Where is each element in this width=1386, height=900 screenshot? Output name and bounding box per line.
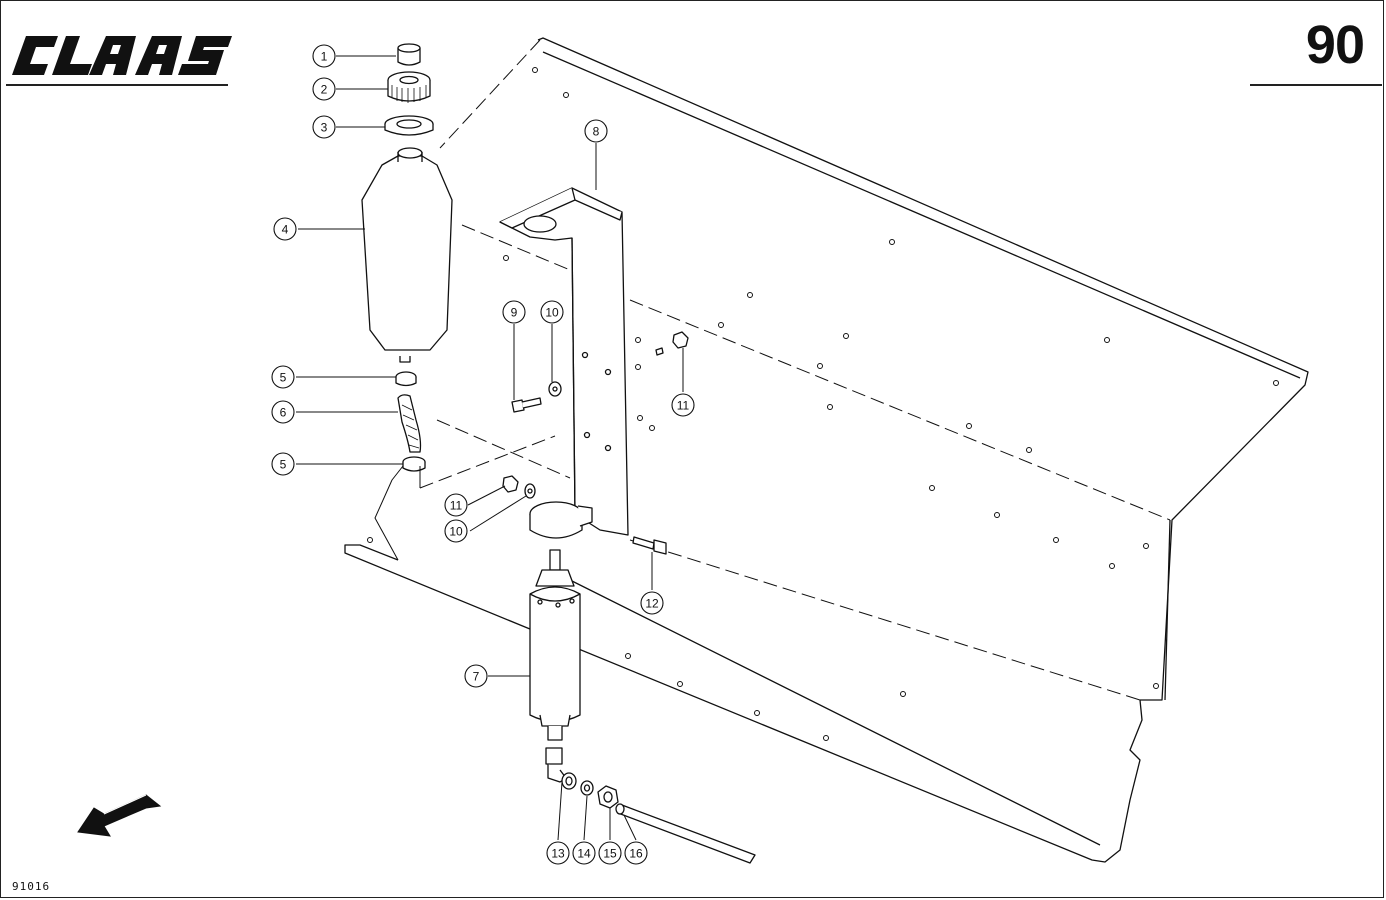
knurled-nut: [387, 71, 431, 103]
nut-13: [561, 772, 577, 790]
mounting-bracket: [499, 187, 629, 536]
washer-10-lower: [524, 483, 536, 499]
svg-text:6: 6: [280, 406, 287, 420]
bolt-12: [632, 536, 667, 555]
svg-text:8: 8: [593, 125, 600, 139]
callout-3: 3: [312, 115, 336, 139]
header-rule-left: [6, 84, 228, 86]
svg-text:10: 10: [545, 306, 559, 320]
filter-cylinder: [529, 549, 581, 741]
callout-2: 2: [312, 77, 336, 101]
svg-text:15: 15: [603, 847, 617, 861]
leader-lines: [296, 55, 684, 841]
tube-16: [615, 803, 756, 864]
nut-11-right: [655, 331, 689, 356]
ring-14: [580, 780, 594, 796]
hose-clamp-lower: [402, 456, 426, 472]
seal-ring: [384, 115, 434, 136]
washer-10-upper: [548, 381, 562, 397]
callout-12: 12: [640, 591, 664, 615]
svg-text:11: 11: [450, 499, 463, 513]
callout-4: 4: [273, 217, 297, 241]
bolt-9: [511, 397, 542, 413]
svg-text:13: 13: [551, 847, 565, 861]
svg-text:16: 16: [629, 847, 643, 861]
hose-clamp-upper: [395, 371, 417, 387]
svg-text:12: 12: [645, 597, 659, 611]
svg-text:14: 14: [577, 847, 591, 861]
claas-logo: [12, 36, 232, 75]
pressure-accumulator: [361, 147, 453, 363]
cap: [397, 43, 421, 66]
callout-1: 1: [312, 44, 336, 68]
callout-11-left: 11: [444, 493, 468, 517]
callout-11-right: 11: [671, 393, 695, 417]
callout-15: 15: [598, 841, 622, 865]
svg-text:5: 5: [280, 371, 287, 385]
callout-5-lower: 5: [271, 452, 295, 476]
svg-text:5: 5: [280, 458, 287, 472]
callout-8: 8: [584, 119, 608, 143]
svg-text:1: 1: [321, 50, 328, 64]
header-rule-right: [1250, 84, 1382, 86]
callout-10-upper: 10: [540, 300, 564, 324]
callouts: 1 2 3 4 5 6 5 7 8 9 10 11 11 10 12 13 14…: [271, 44, 695, 865]
svg-text:4: 4: [282, 223, 289, 237]
arrow-icon: [77, 794, 162, 837]
svg-text:10: 10: [449, 525, 463, 539]
callout-9: 9: [502, 300, 526, 324]
hose: [397, 394, 422, 453]
drawing-code: 91016: [12, 880, 51, 893]
svg-text:7: 7: [473, 670, 480, 684]
callout-14: 14: [572, 841, 596, 865]
callout-10-lower: 10: [444, 519, 468, 543]
callout-16: 16: [624, 841, 648, 865]
callout-7: 7: [464, 664, 488, 688]
pipe-clamp: [529, 501, 593, 539]
nut-15: [597, 785, 619, 809]
svg-text:11: 11: [677, 399, 690, 413]
callout-13: 13: [546, 841, 570, 865]
svg-text:3: 3: [321, 121, 328, 135]
svg-text:2: 2: [321, 83, 328, 97]
page-number: 90: [1305, 15, 1365, 75]
callout-5-upper: 5: [271, 365, 295, 389]
elbow-fitting: [545, 747, 567, 783]
svg-text:9: 9: [511, 306, 518, 320]
callout-6: 6: [271, 400, 295, 424]
sheet-panel: [344, 37, 1309, 863]
nut-11-left: [502, 475, 519, 493]
